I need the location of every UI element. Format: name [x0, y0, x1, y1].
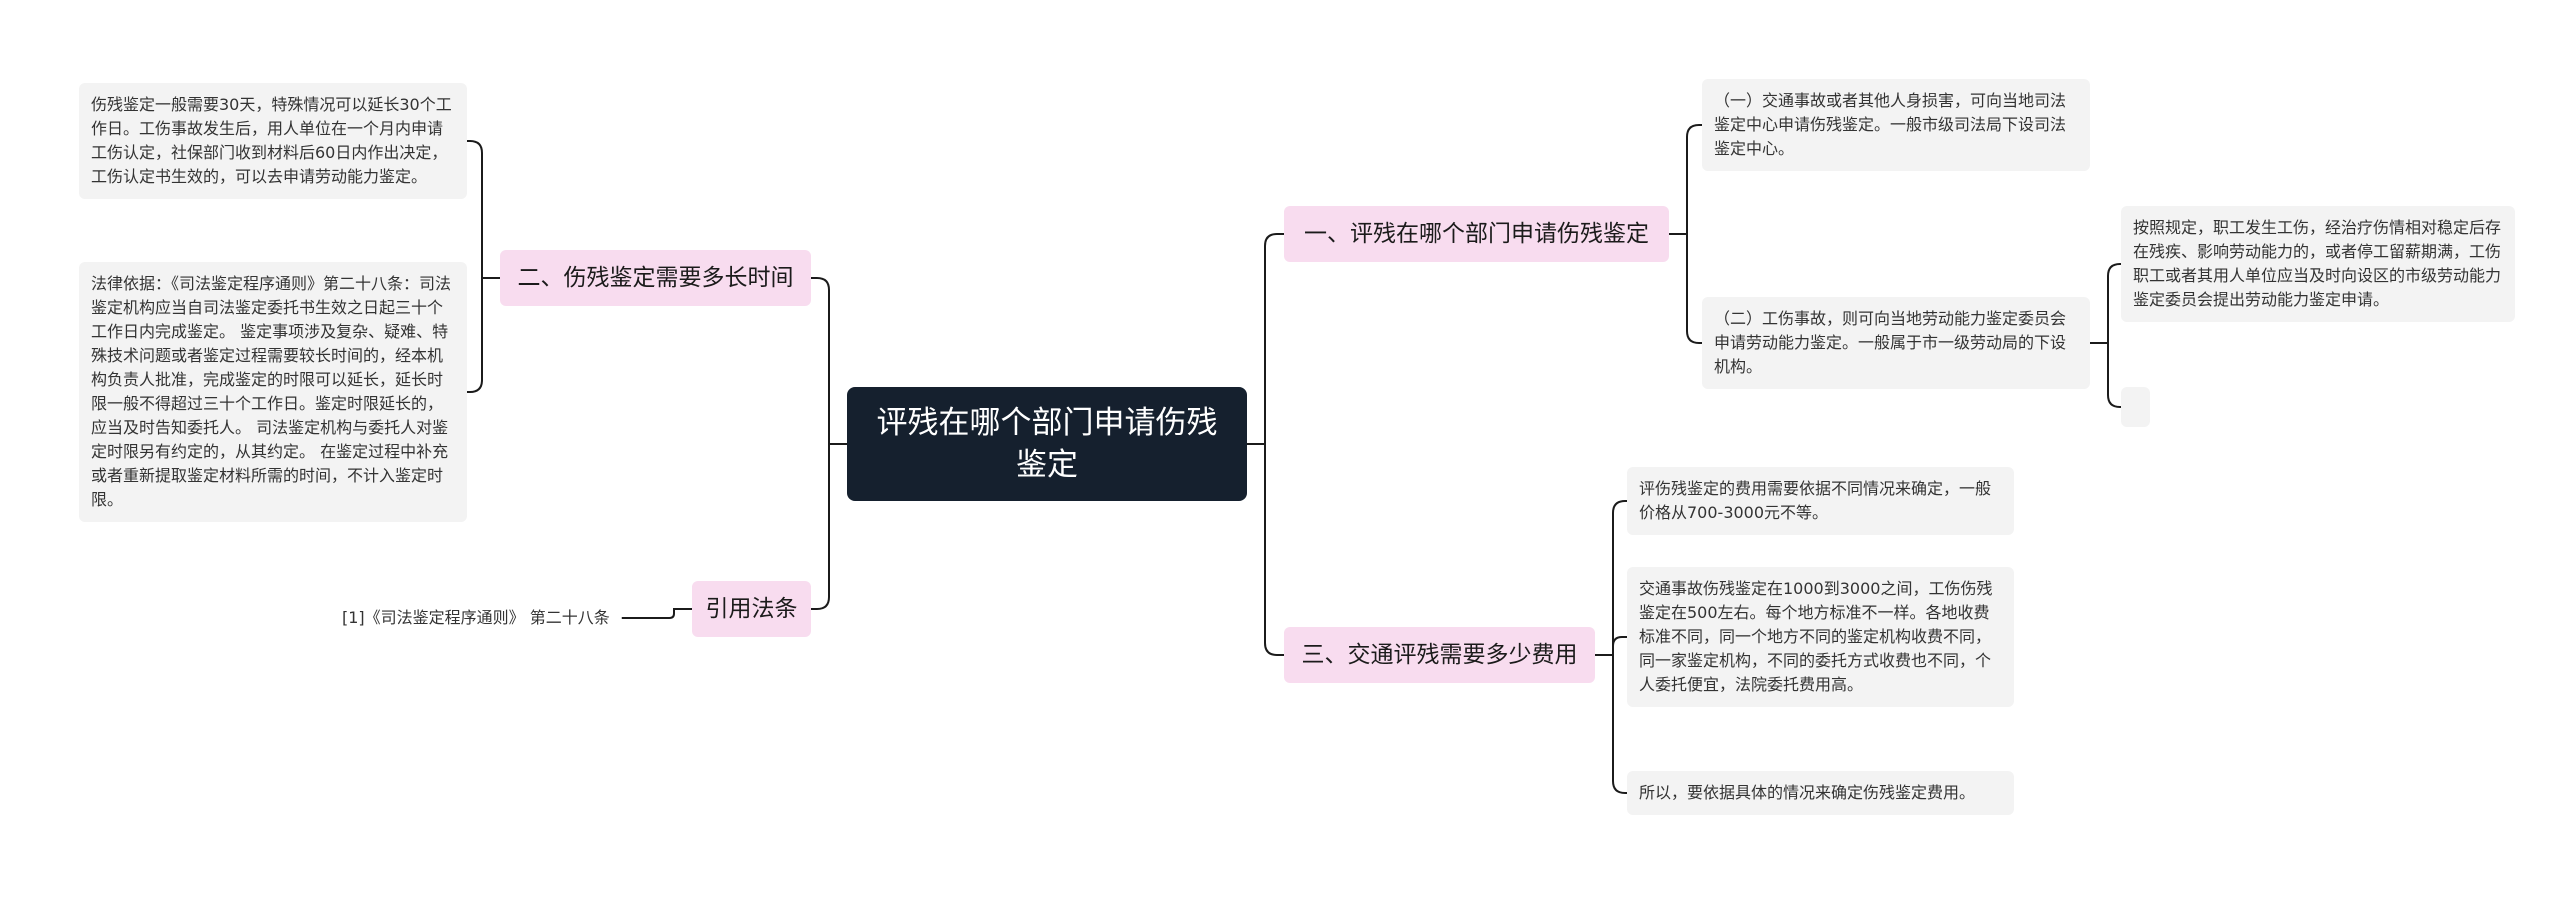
connector-b2l1: [467, 277, 500, 393]
connector-b4l0: [621, 608, 692, 619]
connector-b4: [811, 443, 847, 610]
connector-b1: [1247, 233, 1284, 445]
branch-citation[interactable]: 引用法条: [692, 581, 811, 637]
connector-b1l1: [1669, 233, 1702, 344]
leaf-work-injury: （二）工伤事故，则可向当地劳动能力鉴定委员会申请劳动能力鉴定。一般属于市一级劳动…: [1702, 297, 2090, 389]
leaf-duration-summary: 伤残鉴定一般需要30天，特殊情况可以延长30个工作日。工伤事故发生后，用人单位在…: [79, 83, 467, 199]
leaf-citation: [1]《司法鉴定程序通则》 第二十八条: [342, 608, 610, 627]
branch-department[interactable]: 一、评残在哪个部门申请伤残鉴定: [1284, 206, 1669, 262]
connector-b3l1: [1595, 636, 1627, 656]
connector-b2: [811, 277, 847, 445]
leaf-cost-range: 评伤残鉴定的费用需要依据不同情况来确定，一般价格从700-3000元不等。: [1627, 467, 2014, 535]
branch-cost[interactable]: 三、交通评残需要多少费用: [1284, 627, 1595, 683]
branch-duration[interactable]: 二、伤残鉴定需要多长时间: [500, 250, 811, 306]
leaf-work-injury-rule: 按照规定，职工发生工伤，经治疗伤情相对稳定后存在残疾、影响劳动能力的，或者停工留…: [2121, 206, 2515, 322]
leaf-empty: [2121, 387, 2150, 427]
root-topic[interactable]: 评残在哪个部门申请伤残鉴定: [847, 387, 1247, 501]
branch-label: 一、评残在哪个部门申请伤残鉴定: [1304, 221, 1649, 247]
branch-label: 引用法条: [705, 596, 798, 622]
leaf-legal-basis: 法律依据：《司法鉴定程序通则》第二十八条：司法鉴定机构应当自司法鉴定委托书生效之…: [79, 262, 467, 522]
connector-b2l0: [467, 140, 500, 279]
connector-b1l0: [1669, 124, 1702, 235]
branch-label: 二、伤残鉴定需要多长时间: [517, 265, 794, 291]
connector-b3l2: [1595, 654, 1627, 794]
leaf-cost-conclusion: 所以，要依据具体的情况来确定伤残鉴定费用。: [1627, 771, 2014, 815]
connector-b1s1: [2090, 342, 2121, 408]
leaf-traffic-accident: （一）交通事故或者其他人身损害，可向当地司法鉴定中心申请伤残鉴定。一般市级司法局…: [1702, 79, 2090, 171]
root-title: 评残在哪个部门申请伤残鉴定: [876, 405, 1218, 483]
connector-b3l0: [1595, 500, 1627, 656]
connector-b1s0: [2090, 263, 2121, 344]
connector-b3: [1247, 443, 1284, 656]
leaf-cost-detail: 交通事故伤残鉴定在1000到3000之间，工伤伤残鉴定在500左右。每个地方标准…: [1627, 567, 2014, 707]
branch-label: 三、交通评残需要多少费用: [1301, 642, 1578, 668]
